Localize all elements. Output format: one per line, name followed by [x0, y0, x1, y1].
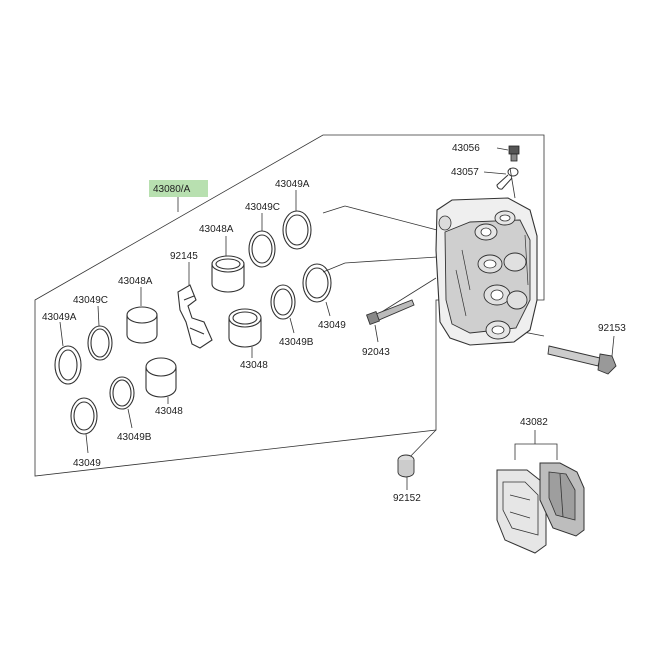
part-label-43049-left[interactable]: 43049 [73, 458, 101, 469]
piston-43048A-top-face [211, 255, 245, 273]
part-label-92153[interactable]: 92153 [598, 323, 626, 334]
part-label-43049C-top[interactable]: 43049C [245, 202, 280, 213]
leader-line [127, 408, 133, 429]
leader-line [496, 147, 509, 151]
piston-43048A-top-inner [215, 258, 241, 270]
piston-43048-left-face [145, 357, 177, 377]
piston-43048A-top-body [211, 264, 245, 293]
part-label-43049A-left[interactable]: 43049A [42, 312, 77, 323]
seal-ring-43049A-top [282, 210, 312, 250]
part-label-92043[interactable]: 92043 [362, 347, 390, 358]
leader-line [611, 335, 615, 357]
collar-92152 [397, 454, 415, 478]
seal-ring-43049A-left [54, 345, 82, 385]
mounting-bolt-92153 [547, 345, 617, 375]
seal-ring-43049C-left [87, 325, 113, 361]
seal-ring-43049-right [302, 263, 332, 303]
seal-ring-43049A-top-inner [285, 214, 309, 246]
part-label-43049B-left[interactable]: 43049B [117, 432, 152, 443]
piston-43048A-left-face [126, 306, 158, 324]
seal-ring-43049A-left-inner [58, 349, 78, 381]
part-label-43048-left[interactable]: 43048 [155, 406, 183, 417]
part-label-43049C-left[interactable]: 43049C [73, 295, 108, 306]
part-label-43049-right[interactable]: 43049 [318, 320, 346, 331]
leader-line [379, 277, 437, 314]
pad-pin-92043 [366, 299, 415, 325]
leader-line [344, 205, 438, 231]
leader-line [322, 262, 346, 273]
seal-ring-43049C-top-inner [251, 234, 273, 264]
leader-line [322, 205, 346, 214]
seal-ring-43049B-left-inner [112, 379, 132, 407]
part-label-43049A-top[interactable]: 43049A [275, 179, 310, 190]
seal-ring-43049B-right [270, 284, 296, 320]
part-label-43048A-left[interactable]: 43048A [118, 276, 153, 287]
seal-ring-43049B-left [109, 376, 135, 410]
pad-spring-92145-detail [183, 295, 205, 335]
part-label-92145[interactable]: 92145 [170, 251, 198, 262]
pad-bracket-leader [514, 443, 558, 460]
leader-line [59, 321, 64, 347]
part-label-43048-right[interactable]: 43048 [240, 360, 268, 371]
leader-line [289, 317, 295, 334]
leader-line [374, 324, 379, 343]
leader-line [97, 305, 100, 327]
piston-43048-right-inner [232, 311, 258, 325]
bleeder-valve-43056 [508, 145, 520, 162]
seal-ring-43049-left-inner [73, 401, 95, 431]
caliper-body [435, 197, 538, 346]
seal-ring-43049B-right-inner [273, 288, 293, 316]
part-label-43056[interactable]: 43056 [452, 143, 480, 154]
seal-ring-43049C-top [248, 230, 276, 268]
bleeder-cap-43057 [496, 167, 519, 190]
part-label-43049B-right[interactable]: 43049B [279, 337, 314, 348]
part-label-92152[interactable]: 92152 [393, 493, 421, 504]
leader-line [483, 171, 507, 175]
seal-ring-43049-right-inner [305, 267, 329, 299]
leader-line [325, 301, 331, 317]
leader-line [85, 433, 89, 454]
part-label-43048A-top[interactable]: 43048A [199, 224, 234, 235]
seal-ring-43049C-left-inner [90, 328, 110, 358]
part-label-43080A[interactable]: 43080/A [153, 184, 191, 195]
label-highlight [149, 180, 208, 197]
seal-ring-43049-left [70, 397, 98, 435]
leader-line [344, 256, 438, 264]
brake-pad-set-43082 [496, 462, 585, 554]
piston-43048-left-body [145, 367, 177, 398]
leader-line [509, 167, 516, 199]
piston-43048A-left-body [126, 315, 158, 344]
part-label-43057[interactable]: 43057 [451, 167, 479, 178]
part-label-43082[interactable]: 43082 [520, 417, 548, 428]
pad-spring-92145 [177, 284, 213, 349]
piston-43048-right-body [228, 318, 262, 348]
